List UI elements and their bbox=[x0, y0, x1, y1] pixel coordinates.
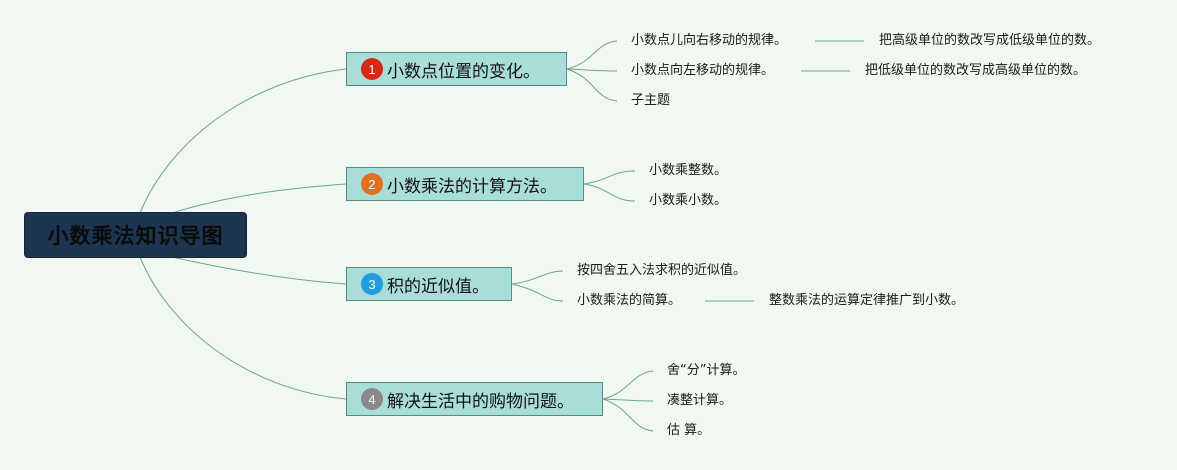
connector-branch-2-child-2 bbox=[583, 183, 636, 202]
connector-branch-2-child-1 bbox=[583, 170, 636, 185]
subtopic-1-3[interactable]: 子主题 bbox=[631, 93, 671, 108]
priority-2-icon: 2 bbox=[361, 173, 383, 195]
connector-branch-4-child-2 bbox=[602, 398, 654, 402]
connector-branch-4-child-3 bbox=[602, 398, 654, 432]
subtopic-4-2[interactable]: 凑整计算。 bbox=[667, 393, 733, 408]
priority-4-icon: 4 bbox=[361, 388, 383, 410]
subtopic-2-1[interactable]: 小数乘整数。 bbox=[649, 163, 728, 178]
connector-branch-1-child-1 bbox=[566, 40, 618, 70]
subtopic-1-2[interactable]: 小数点向左移动的规律。 bbox=[631, 63, 775, 78]
branch-topic-4-label: 解决生活中的购物问题。 bbox=[387, 391, 574, 412]
connector-branch-3-child-2 bbox=[511, 283, 564, 302]
connector-root-branch-3 bbox=[171, 256, 347, 285]
subtopic-4-3[interactable]: 估 算。 bbox=[667, 423, 711, 438]
branch-topic-2[interactable]: 2 小数乘法的计算方法。 bbox=[346, 167, 584, 201]
priority-1-icon: 1 bbox=[361, 58, 383, 80]
connector-branch-4-child-1 bbox=[602, 370, 654, 400]
branch-topic-3[interactable]: 3 积的近似值。 bbox=[346, 267, 512, 301]
subtopic-3-2[interactable]: 小数乘法的简算。 bbox=[577, 293, 682, 308]
priority-3-icon: 3 bbox=[361, 273, 383, 295]
root-topic-label: 小数乘法知识导图 bbox=[47, 224, 224, 248]
connector-branch-1-child-2 bbox=[566, 68, 618, 72]
branch-topic-1[interactable]: 1 小数点位置的变化。 bbox=[346, 52, 567, 86]
subtopic-1-2-detail[interactable]: 把低级单位的数改写成高级单位的数。 bbox=[865, 63, 1087, 78]
branch-topic-3-label: 积的近似值。 bbox=[387, 276, 489, 297]
connector-root-branch-4 bbox=[139, 256, 347, 400]
subtopic-3-1[interactable]: 按四舍五入法求积的近似值。 bbox=[577, 263, 747, 278]
connector-root-branch-2 bbox=[171, 183, 347, 214]
subtopic-3-2-detail[interactable]: 整数乘法的运算定律推广到小数。 bbox=[769, 293, 965, 308]
connector-root-branch-1 bbox=[139, 68, 347, 214]
subtopic-1-1-detail[interactable]: 把高级单位的数改写成低级单位的数。 bbox=[879, 33, 1101, 48]
connector-branch-3-child-1 bbox=[511, 270, 564, 285]
root-topic[interactable]: 小数乘法知识导图 bbox=[25, 213, 246, 257]
subtopic-4-1[interactable]: 舍“分”计算。 bbox=[667, 363, 746, 378]
branch-topic-4[interactable]: 4 解决生活中的购物问题。 bbox=[346, 382, 603, 416]
subtopic-1-1[interactable]: 小数点儿向右移动的规律。 bbox=[631, 33, 788, 48]
subtopic-2-2[interactable]: 小数乘小数。 bbox=[649, 193, 728, 208]
branch-topic-1-label: 小数点位置的变化。 bbox=[387, 61, 540, 82]
branch-topic-2-label: 小数乘法的计算方法。 bbox=[387, 176, 557, 197]
connector-branch-1-child-3 bbox=[566, 68, 618, 102]
